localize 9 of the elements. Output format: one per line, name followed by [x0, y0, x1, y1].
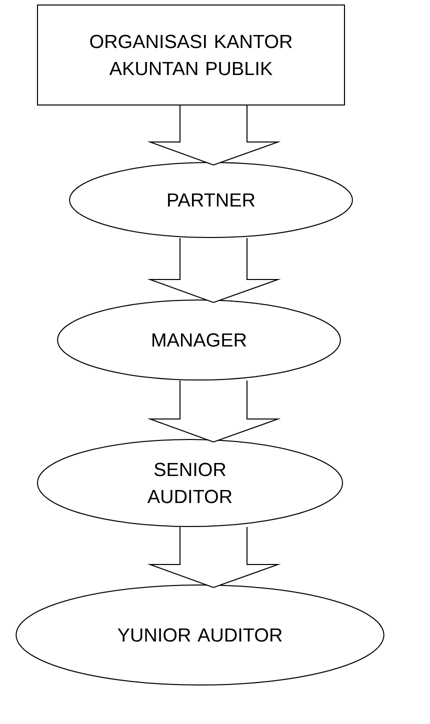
block-arrow	[147, 380, 281, 443]
ellipse-node: YUNIOR AUDITOR	[16, 584, 384, 686]
block-arrow	[147, 526, 281, 588]
ellipse-node: MANAGER	[57, 300, 341, 380]
block-arrow	[147, 105, 281, 166]
ellipse-node: PARTNER	[69, 162, 353, 238]
title-box: ORGANISASI KANTOR AKUNTAN PUBLIK	[37, 4, 345, 106]
block-arrow	[147, 238, 281, 304]
ellipse-node: SENIOR AUDITOR	[37, 439, 343, 527]
